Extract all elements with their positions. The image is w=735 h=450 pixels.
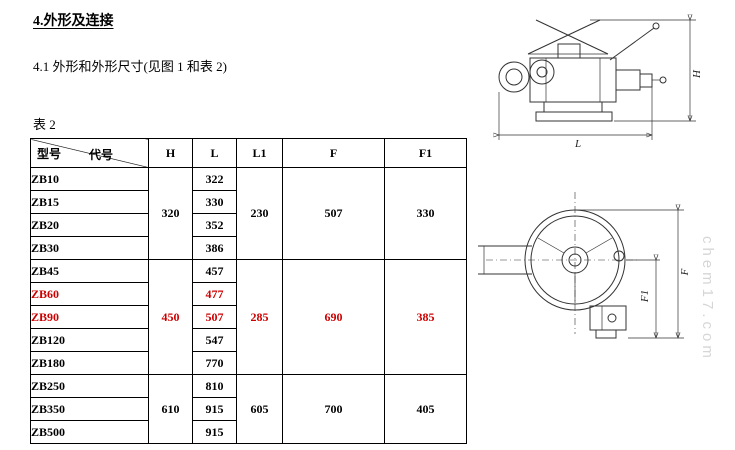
dimension-table: 型号 代号 H L L1 F F1 ZB10 320 322 230 507 3…: [30, 138, 467, 444]
corner-header-cell: 型号 代号: [30, 138, 149, 168]
dimension-label-f: F: [679, 268, 691, 276]
actuator-side-view-figure: H L: [478, 14, 703, 148]
table-header-row: 型号 代号 H L L1 F F1: [30, 138, 467, 168]
table-row: ZB250 610 810 605 700 405: [30, 374, 467, 444]
column-header-f1: F1: [384, 138, 467, 168]
model-cell: ZB20: [30, 213, 149, 237]
l-cell: 810: [192, 374, 237, 398]
l-cell: 322: [192, 167, 237, 191]
l-cell: 915: [192, 420, 237, 444]
actuator-front-view-figure: F F1: [478, 192, 691, 351]
section-heading: 4.外形及连接: [33, 14, 114, 29]
model-cell: ZB500: [30, 420, 149, 444]
h-group-cell: 450: [148, 259, 193, 375]
l-cell: 507: [192, 305, 237, 329]
table-caption: 表 2: [33, 117, 56, 132]
column-header-l1: L1: [236, 138, 283, 168]
l1-group-cell: 605: [236, 374, 283, 444]
f-group-cell: 690: [282, 259, 385, 375]
f1-group-cell: 385: [384, 259, 467, 375]
l-cell: 330: [192, 190, 237, 214]
l-cell: 547: [192, 328, 237, 352]
l1-group-cell: 230: [236, 167, 283, 260]
table-row: ZB45 450 457 285 690 385: [30, 259, 467, 375]
column-header-h: H: [148, 138, 193, 168]
table-row: ZB350 915: [30, 397, 467, 421]
model-cell: ZB350: [30, 397, 149, 421]
model-cell: ZB30: [30, 236, 149, 260]
f-group-cell: 700: [282, 374, 385, 444]
table-row: ZB180 770: [30, 351, 467, 375]
model-cell: ZB90: [30, 305, 149, 329]
dimension-label-h: H: [691, 69, 703, 79]
table-row: ZB30 386: [30, 236, 467, 260]
corner-row-label: 型号: [37, 147, 62, 161]
model-cell: ZB180: [30, 351, 149, 375]
table-row: ZB500 915: [30, 420, 467, 444]
watermark-text: chem17.com: [699, 236, 716, 362]
h-group-cell: 610: [148, 374, 193, 444]
column-header-l: L: [192, 138, 237, 168]
model-cell: ZB10: [30, 167, 149, 191]
dimension-label-l: L: [574, 138, 581, 148]
table-row: ZB15 330: [30, 190, 467, 214]
l-cell: 457: [192, 259, 237, 283]
table-row: ZB90 507: [30, 305, 467, 329]
column-header-f: F: [282, 138, 385, 168]
l-cell: 352: [192, 213, 237, 237]
l-cell: 386: [192, 236, 237, 260]
h-group-cell: 320: [148, 167, 193, 260]
dimension-label-f1: F1: [639, 290, 651, 303]
model-cell: ZB45: [30, 259, 149, 283]
l-cell: 477: [192, 282, 237, 306]
corner-col-label: 代号: [89, 148, 114, 162]
model-cell: ZB120: [30, 328, 149, 352]
l-cell: 770: [192, 351, 237, 375]
l-cell: 915: [192, 397, 237, 421]
model-cell: ZB60: [30, 282, 149, 306]
model-cell: ZB15: [30, 190, 149, 214]
section-subheading: 4.1 外形和外形尺寸(见图 1 和表 2): [33, 59, 227, 74]
table-row: ZB60 477: [30, 282, 467, 306]
table-row: ZB120 547: [30, 328, 467, 352]
table-row: ZB10 320 322 230 507 330: [30, 167, 467, 260]
l1-group-cell: 285: [236, 259, 283, 375]
f-group-cell: 507: [282, 167, 385, 260]
model-cell: ZB250: [30, 374, 149, 398]
f1-group-cell: 330: [384, 167, 467, 260]
f1-group-cell: 405: [384, 374, 467, 444]
